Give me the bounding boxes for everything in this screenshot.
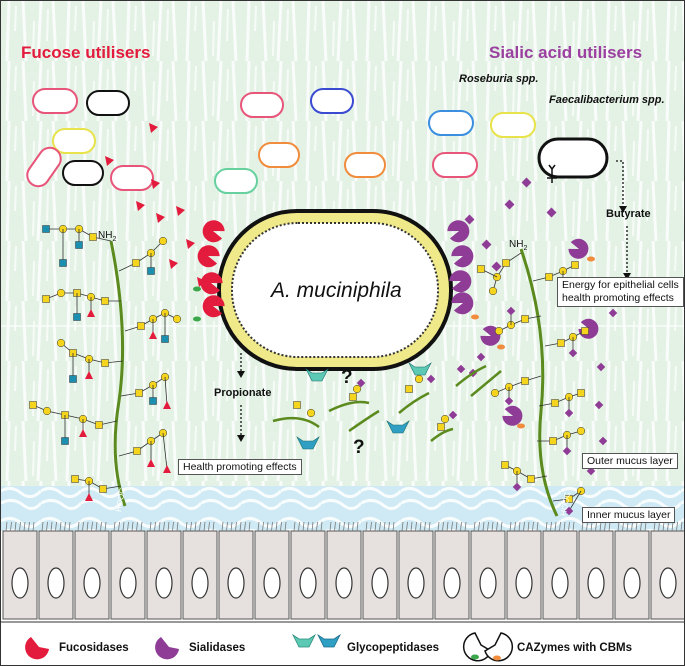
nh2-left: NH2 (98, 230, 117, 243)
outer-mucus-label: Outer mucus layer (582, 453, 678, 469)
energy-line-1: Energy for epithelial cells (562, 279, 679, 291)
fucosidase-icon (25, 637, 49, 660)
glycopeptidase-icon (291, 633, 342, 648)
legend-bar (1, 621, 684, 665)
butyrate-label: Butyrate (606, 208, 651, 220)
legend-fucosidases: Fucosidases (59, 642, 129, 654)
legend-glycopeptidases: Glycopeptidases (347, 642, 440, 654)
fucose-title: Fucose utilisers (21, 43, 151, 62)
question-mark-1: ? (341, 367, 353, 388)
free-sialic-acid (464, 177, 557, 272)
legend-sialidases: Sialidases (189, 642, 246, 654)
energy-box: Energy for epithelial cells health promo… (557, 277, 684, 307)
sialic-title: Sialic acid utilisers (489, 43, 643, 62)
akkermansia-label: A. muciniphila (271, 279, 402, 302)
legend-cazymes: CAZymes with CBMs (517, 642, 633, 654)
propionate-label: Propionate (214, 387, 272, 399)
fucose-utiliser-bacteria (26, 88, 386, 194)
sialidase-icon (155, 637, 179, 660)
sialic-utiliser-bacteria (428, 110, 609, 183)
inner-mucus-label: Inner mucus layer (582, 507, 676, 523)
flow-arrows (240, 160, 628, 435)
epithelial-cells (2, 521, 684, 620)
nh2-right: NH2 (509, 239, 528, 252)
health-effects-box: Health promoting effects (178, 459, 302, 475)
cazyme-cbm-icon (462, 632, 514, 662)
akkermansia-cell (217, 209, 453, 371)
mucin-glycans (29, 224, 618, 517)
question-mark-2: ? (353, 437, 365, 458)
energy-line-2: health promoting effects (562, 292, 674, 304)
roseburia-label: Roseburia spp. (459, 73, 539, 85)
arrow-heads (237, 206, 631, 442)
faecalibacterium-label: Faecalibacterium spp. (549, 94, 665, 106)
butyrate-producer (537, 137, 609, 179)
